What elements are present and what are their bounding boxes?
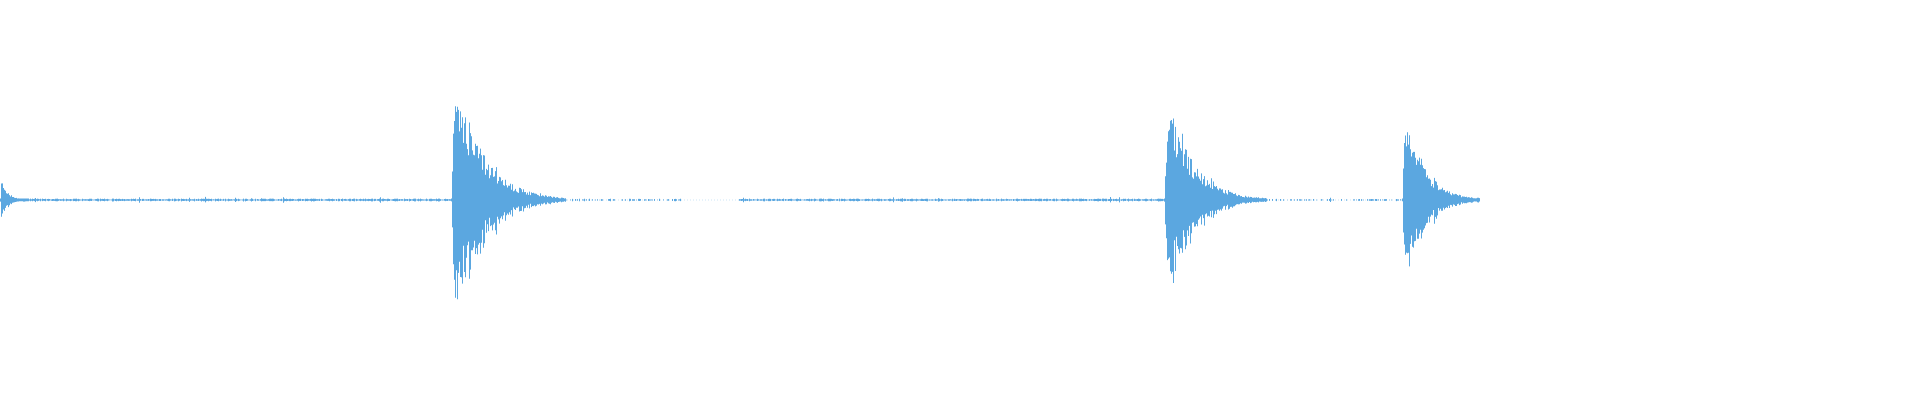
waveform-bars <box>0 106 1481 300</box>
waveform-path <box>0 106 1480 300</box>
